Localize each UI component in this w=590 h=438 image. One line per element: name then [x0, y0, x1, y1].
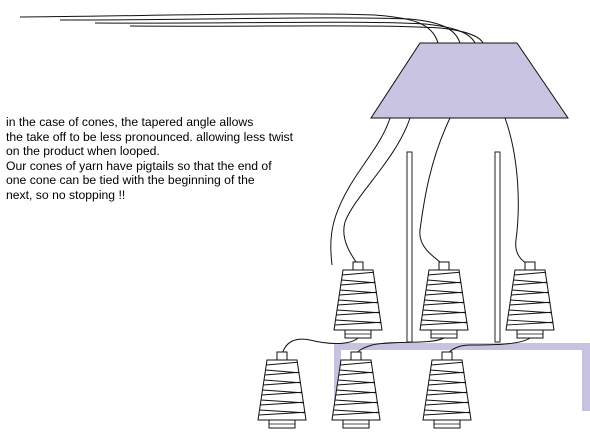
yarn-cone-icon: [505, 261, 555, 339]
caption-text: in the case of cones, the tapered angle …: [6, 115, 386, 203]
caption-line: the take off to be less pronounced. allo…: [6, 129, 294, 144]
yarn-cone-icon: [333, 261, 383, 339]
yarn-cone-icon: [422, 351, 472, 429]
yarn-strands: [19, 13, 531, 356]
yarn-guide-icon: [370, 42, 569, 119]
yarn-cone-icon: [257, 351, 307, 429]
creel-frame-icon: [334, 343, 590, 411]
caption-line: on the product when looped.: [6, 144, 160, 159]
caption-line: in the case of cones, the tapered angle …: [6, 115, 254, 129]
yarn-cone-icon: [419, 261, 469, 339]
yarn-cone-icon: [331, 351, 381, 429]
cones-group: [257, 261, 555, 429]
caption-line: next, so no stopping !!: [6, 187, 126, 202]
caption-line: Our cones of yarn have pigtails so that …: [6, 158, 272, 173]
caption-line: one cone can be tied with the beginning …: [6, 173, 255, 188]
